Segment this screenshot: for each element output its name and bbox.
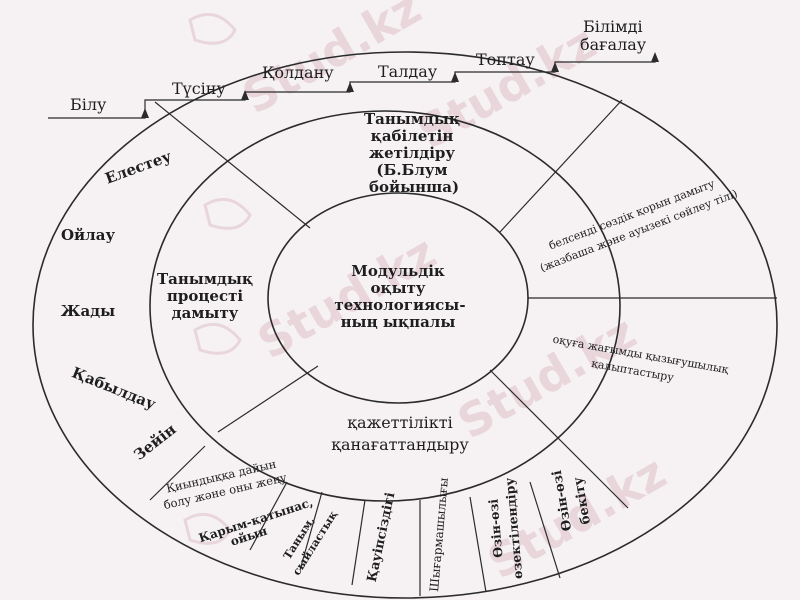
middle-bottom-line-2: қанағаттандыру	[331, 435, 469, 454]
bottom-item-5: Шығармашылығы	[427, 477, 451, 593]
middle-top-line-1: Танымдық	[364, 110, 460, 128]
arrow-up-icon	[346, 82, 354, 92]
arrow-up-icon	[451, 72, 459, 82]
middle-top-label: Танымдық қабілетін жетілдіру (Б.Блум бой…	[364, 110, 460, 196]
middle-bottom-label: қажеттілікті қанағаттандыру	[331, 413, 469, 454]
middle-top-line-3: жетілдіру	[369, 144, 455, 162]
outer-left-item-3: Жады	[61, 302, 115, 320]
bloom-staircase: Білу Түсіну Қолдану Талдау Топтау Білімд…	[48, 17, 659, 119]
middle-top-line-2: қабілетін	[371, 127, 454, 145]
arrow-up-icon	[651, 52, 659, 62]
bottom-item-6-line-1: Өзін-өзі	[485, 498, 505, 558]
stair-arrows	[141, 52, 659, 118]
divider-bottom-6	[469, 496, 487, 593]
center-line-3: технологиясы-	[334, 296, 465, 314]
bloom-step-6-line-1: Білімді	[583, 17, 643, 36]
divider-bottom-2	[249, 481, 288, 551]
outer-left-item-4: Қабылдау	[69, 363, 158, 413]
divider-inner-lower-left	[217, 365, 319, 433]
center-line-2: оқыту	[370, 279, 425, 297]
divider-inner-lower-right	[489, 369, 629, 509]
watermark-text: Stud.kz	[449, 305, 645, 450]
bloom-step-5: Топтау	[476, 50, 535, 69]
outer-left-item-5: Зейін	[130, 420, 179, 464]
divider-inner-upper-left	[154, 101, 311, 229]
bloom-step-4: Талдау	[378, 62, 438, 81]
outer-left-item-1: Елестеу	[103, 147, 174, 188]
middle-left-label: Танымдық процесті дамыту	[157, 270, 253, 322]
middle-left-line-2: процесті	[167, 287, 244, 305]
center-label: Модульдік оқыту технологиясы- ның ықпалы	[334, 262, 465, 331]
outer-left-item-2: Ойлау	[61, 226, 115, 244]
ring-structure	[32, 51, 778, 599]
middle-ring	[149, 110, 621, 502]
divider-bottom-4	[351, 499, 366, 586]
center-line-1: Модульдік	[351, 262, 445, 280]
bloom-step-3: Қолдану	[262, 63, 334, 82]
divider-bottom-7	[529, 481, 561, 579]
center-line-4: ның ықпалы	[341, 313, 456, 331]
divider-bottom-1	[149, 445, 206, 501]
middle-left-line-3: дамыту	[172, 304, 239, 322]
divider-bottom-3	[299, 491, 323, 571]
middle-top-line-4: (Б.Блум	[376, 161, 447, 179]
outer-right-upper: белсенді сөздік қорын дамыту (жазбаша жә…	[538, 177, 739, 275]
bloom-step-6-line-2: бағалау	[580, 35, 647, 54]
bloom-step-2: Түсіну	[172, 79, 226, 98]
arrow-up-icon	[241, 90, 249, 100]
middle-top-line-5: бойынша)	[369, 178, 459, 196]
outer-ring	[32, 51, 778, 599]
bloom-step-1: Білу	[70, 95, 107, 114]
bottom-item-4: Қауіпсіздігі	[365, 491, 399, 583]
divider-inner-upper-right	[499, 99, 623, 233]
arrow-up-icon	[141, 108, 149, 118]
outer-right-upper-line-2: (жазбаша және ауызекі сөйлеу тілі)	[538, 187, 739, 275]
hummingbird-logo-icon	[183, 12, 252, 545]
middle-left-line-1: Танымдық	[157, 270, 253, 288]
watermark-layer: Stud.kz Stud.kz Stud.kz Stud.kz Stud.kz	[183, 0, 675, 590]
middle-bottom-line-1: қажеттілікті	[347, 413, 453, 432]
arrow-up-icon	[551, 62, 559, 72]
